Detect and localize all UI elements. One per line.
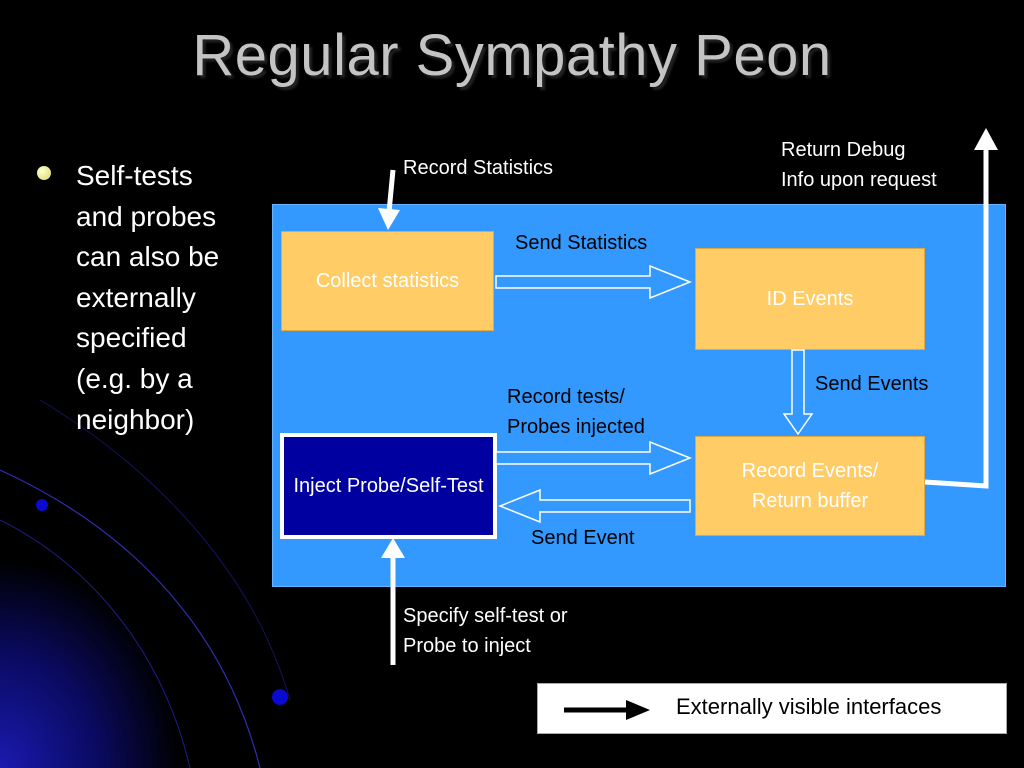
specify-label-line2: Probe to inject xyxy=(403,635,531,657)
send-statistics-arrow xyxy=(495,264,693,300)
send-events-label: Send Events xyxy=(815,373,929,395)
slide-title: Regular Sympathy Peon xyxy=(192,23,832,88)
send-event-arrow xyxy=(497,488,691,524)
return-debug-label-line2: Info upon request xyxy=(781,169,937,191)
return-debug-label-line1: Return Debug xyxy=(781,139,906,161)
bullet-dot-icon xyxy=(37,166,51,180)
legend-arrow-icon xyxy=(564,700,650,720)
send-event-label: Send Event xyxy=(531,527,635,549)
record-statistics-arrowhead xyxy=(378,208,400,230)
specify-arrowhead xyxy=(381,538,405,558)
collect-statistics-label: Collect statistics xyxy=(315,270,460,292)
return-debug-arrowhead xyxy=(974,128,998,150)
send-events-arrow xyxy=(782,349,814,436)
legend-text: Externally visible interfaces xyxy=(676,694,942,719)
send-statistics-label: Send Statistics xyxy=(515,232,648,254)
bullet-text: Self-tests and probes can also be extern… xyxy=(76,160,220,435)
return-debug-arrow xyxy=(924,148,989,489)
specify-label-line1: Specify self-test or xyxy=(403,605,568,627)
legend-box: Externally visible interfaces xyxy=(537,683,1007,734)
record-events-box: Record Events/ Return buffer xyxy=(695,436,925,536)
record-events-label: Record Events/ Return buffer xyxy=(741,460,879,512)
record-statistics-arrow xyxy=(386,169,396,213)
record-tests-arrow xyxy=(495,440,693,476)
inject-probe-label: Inject Probe/Self-Test xyxy=(293,475,484,497)
inject-probe-box: Inject Probe/Self-Test xyxy=(280,433,497,539)
id-events-label: ID Events xyxy=(766,288,854,310)
record-tests-label-line1: Record tests/ xyxy=(507,386,625,408)
collect-statistics-box: Collect statistics xyxy=(281,231,494,331)
id-events-box: ID Events xyxy=(695,248,925,350)
record-tests-label-line2: Probes injected xyxy=(507,416,645,438)
record-statistics-label: Record Statistics xyxy=(403,157,554,179)
